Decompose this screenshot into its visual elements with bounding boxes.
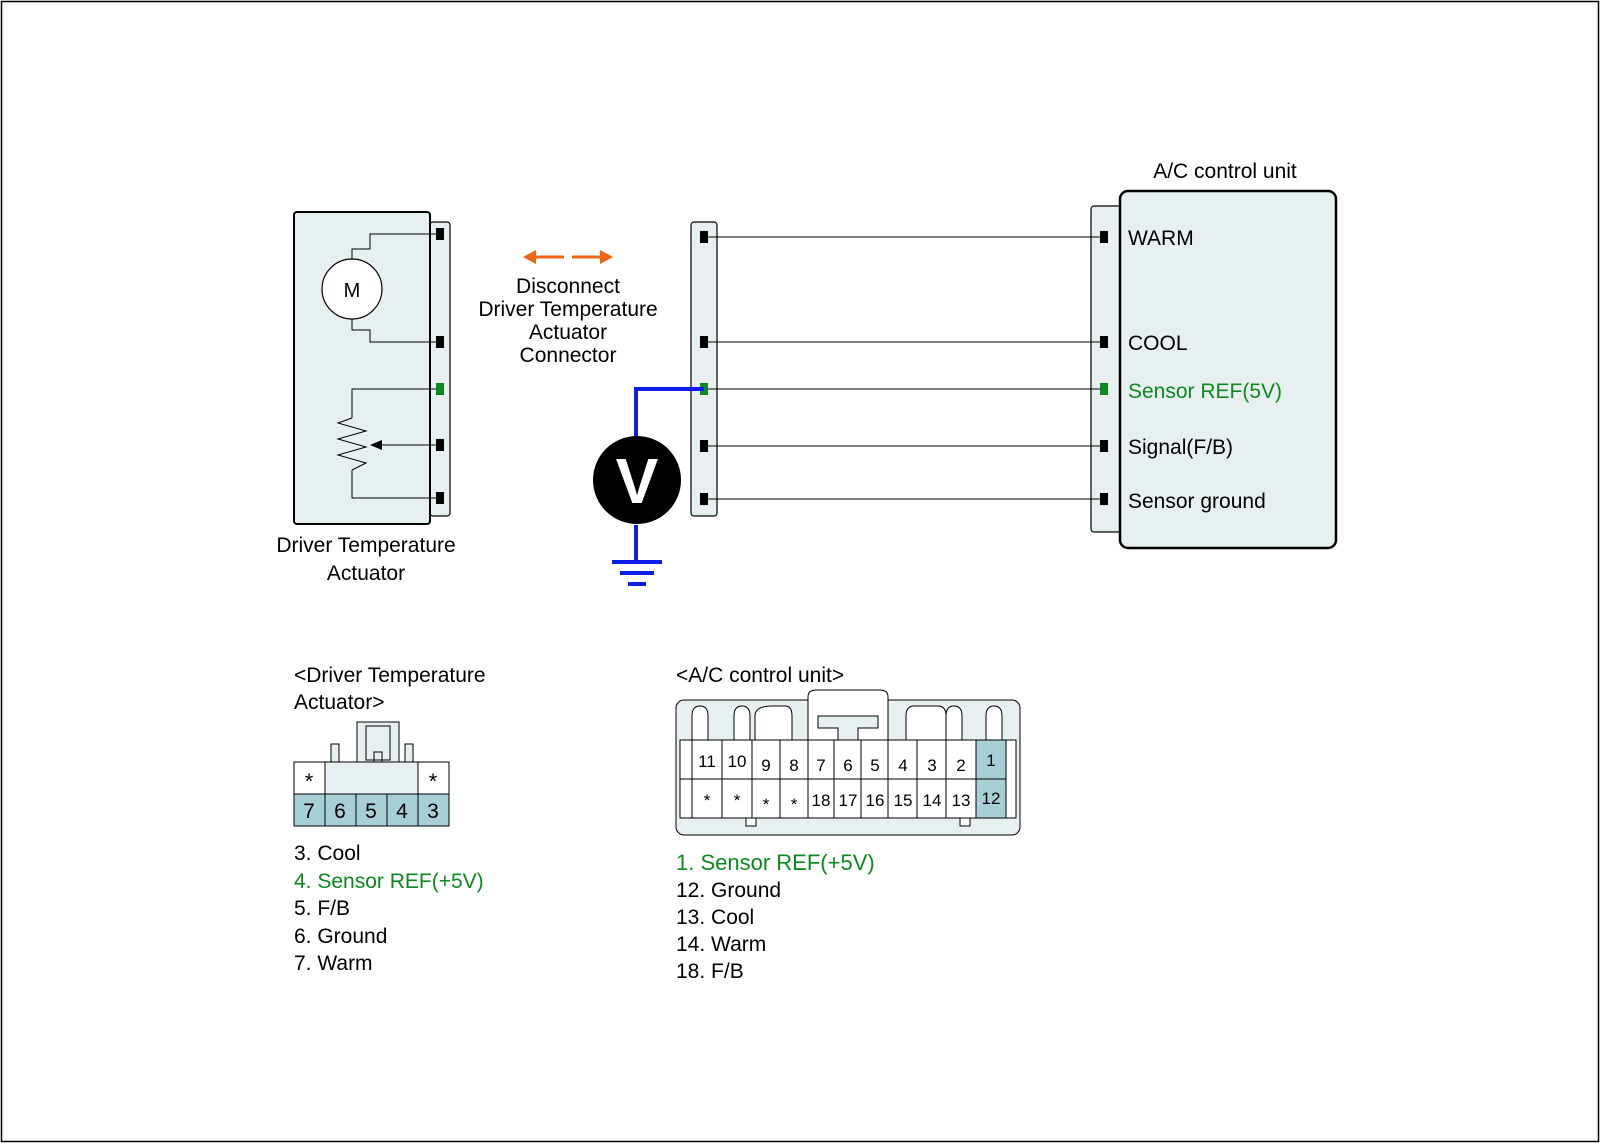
harness-pin-warm <box>700 231 708 243</box>
ac-legend-18: 18. F/B <box>676 960 744 983</box>
ac-pin-label-warm: WARM <box>1128 227 1194 250</box>
instruction-line1: Disconnect <box>516 275 620 298</box>
ac-cavity-star-2: * <box>734 791 741 810</box>
ac-control-unit: A/C control unit WARM COOL Sensor REF(5V… <box>1118 160 1338 550</box>
ac-cavity-3: 3 <box>927 756 936 775</box>
ac-pin-label-signal: Signal(F/B) <box>1128 436 1233 459</box>
harness <box>690 205 1122 533</box>
ac-unit-title: A/C control unit <box>1153 160 1297 183</box>
voltmeter-icon <box>593 436 681 524</box>
actuator-pin-sensor-ref <box>436 383 444 395</box>
actuator-connector-title-line1: <Driver Temperature <box>294 664 486 687</box>
ac-legend-13: 13. Cool <box>676 906 754 929</box>
ac-cavity-4: 4 <box>898 756 907 775</box>
harness-pin-ground <box>700 493 708 505</box>
ac-legend-1: 1. Sensor REF(+5V) <box>676 850 875 875</box>
ac-cavity-8: 8 <box>789 756 798 775</box>
probe-lead <box>634 387 704 562</box>
ac-cavity-2: 2 <box>956 756 965 775</box>
ac-cavity-7: 7 <box>816 756 825 775</box>
actuator-pin-cool <box>436 336 444 348</box>
actuator-connector-title-line2: Actuator> <box>294 691 384 714</box>
actuator-caption-line2: Actuator <box>327 562 405 585</box>
actuator-legend-3: 3. Cool <box>294 842 361 865</box>
ac-connector-title: <A/C control unit> <box>676 664 844 687</box>
actuator-cavity-4: 4 <box>396 800 408 823</box>
actuator-pin-signal <box>436 439 444 451</box>
actuator-cavity-6: 6 <box>334 800 346 823</box>
actuator-legend-5: 5. F/B <box>294 897 350 920</box>
ac-cavity-17: 17 <box>839 791 858 810</box>
ac-cavity-18: 18 <box>812 791 831 810</box>
voltmeter: V <box>593 387 704 586</box>
ac-cavity-10: 10 <box>728 752 747 771</box>
ac-cavity-12: 12 <box>982 789 1001 808</box>
voltmeter-symbol: V <box>616 445 659 517</box>
actuator-legend-6: 6. Ground <box>294 925 387 948</box>
ac-unit-body <box>1118 189 1338 550</box>
ac-cavity-9: 9 <box>761 756 770 775</box>
disconnect-arrows-icon <box>523 250 613 264</box>
motor-label: M <box>344 280 361 302</box>
ac-connector-face: <A/C control unit> <box>675 664 1021 983</box>
ac-cavity-15: 15 <box>894 791 913 810</box>
ac-cavity-6: 6 <box>843 756 852 775</box>
actuator-cavity-3: 3 <box>427 800 439 823</box>
actuator-cavity-5: 5 <box>365 800 377 823</box>
actuator-connector-latch <box>356 721 400 765</box>
ac-cavity-star-4: * <box>791 795 798 814</box>
actuator-connector-face: <Driver Temperature Actuator> * * 7 6 5 … <box>293 664 486 975</box>
ac-pin-sensor-ref <box>1100 383 1108 395</box>
ac-connector-strip <box>1090 205 1122 533</box>
resistor-symbol <box>336 417 368 471</box>
ac-cavity-16: 16 <box>866 791 885 810</box>
actuator-body <box>293 211 431 525</box>
harness-pin-cool <box>700 336 708 348</box>
ac-connector-latches <box>691 689 1003 741</box>
ac-connector-grid <box>680 740 1007 818</box>
ac-pin-cool <box>1100 336 1108 348</box>
actuator-pin-warm <box>436 228 444 240</box>
wiper-arrow-icon <box>370 440 382 450</box>
actuator-block: M Driver Temperature Actuator <box>276 211 456 585</box>
harness-pin-signal <box>700 440 708 452</box>
ac-cavity-13: 13 <box>952 791 971 810</box>
instruction-line2: Driver Temperature <box>478 298 657 321</box>
ac-pin-label-cool: COOL <box>1128 332 1188 355</box>
ac-cavity-star-3: * <box>763 795 770 814</box>
ac-cavity-11: 11 <box>698 752 716 771</box>
actuator-pin-ground <box>436 492 444 504</box>
actuator-caption-line1: Driver Temperature <box>276 534 455 557</box>
ac-legend-12: 12. Ground <box>676 879 781 902</box>
instruction-line3: Actuator <box>529 321 607 344</box>
actuator-cavity-top-left: * <box>305 769 314 794</box>
harness-connector <box>690 221 718 517</box>
actuator-connector-strip <box>429 221 451 517</box>
actuator-cavity-7: 7 <box>303 800 315 823</box>
ac-cavity-1: 1 <box>986 751 995 770</box>
disconnect-instruction: Disconnect Driver Temperature Actuator C… <box>478 250 658 367</box>
ac-pin-ground <box>1100 493 1108 505</box>
ac-pin-warm <box>1100 231 1108 243</box>
instruction-line4: Connector <box>520 344 617 367</box>
ac-cavity-5: 5 <box>870 756 879 775</box>
actuator-cavity-top-right: * <box>429 769 438 794</box>
ac-cavity-star-1: * <box>704 791 711 810</box>
ac-pin-label-sensor-ref: Sensor REF(5V) <box>1128 380 1282 403</box>
ac-pin-label-ground: Sensor ground <box>1128 490 1266 513</box>
actuator-legend-7: 7. Warm <box>294 952 373 975</box>
potentiometer-wiring <box>351 388 442 499</box>
ac-cavity-14: 14 <box>923 791 942 810</box>
ac-legend-14: 14. Warm <box>676 933 766 956</box>
motor-wiring <box>351 233 442 343</box>
actuator-legend-4: 4. Sensor REF(+5V) <box>294 870 484 893</box>
ac-pin-signal <box>1100 440 1108 452</box>
ground-icon <box>612 560 662 586</box>
